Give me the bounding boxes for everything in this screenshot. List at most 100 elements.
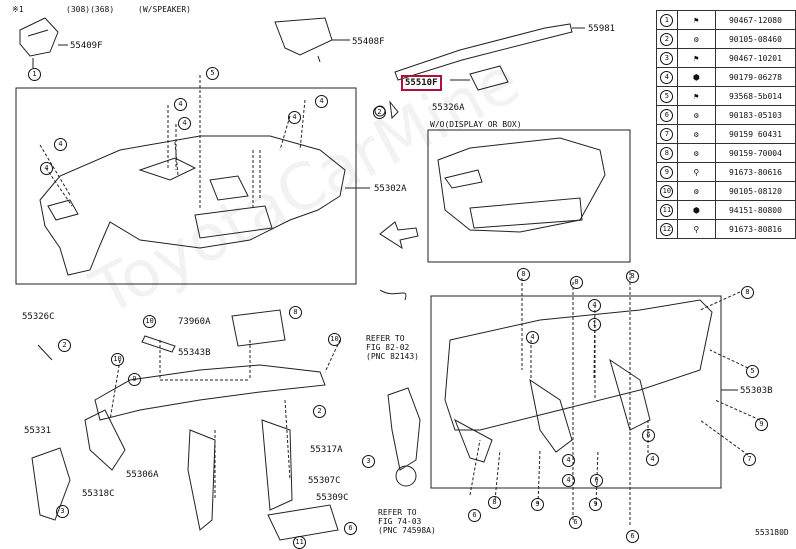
fastener-part-number[interactable]: 94151-80800 (714, 200, 796, 220)
label-55306A[interactable]: 55306A (126, 470, 159, 480)
label-55303B[interactable]: 55303B (740, 386, 773, 396)
fastener-row[interactable]: 7⚙90159 60431 (656, 124, 796, 144)
fastener-row[interactable]: 9⚲91673-80616 (656, 162, 796, 182)
part-55302A-shape (39, 135, 346, 276)
label-55309C[interactable]: 55309C (316, 493, 349, 503)
refer-note-1-line-2[interactable]: FIG 82-02 (366, 343, 410, 352)
callout-8-d[interactable]: 8 (626, 270, 639, 283)
fastener-row[interactable]: 10⚙90105-08120 (656, 181, 796, 201)
callout-4-k[interactable]: 4 (562, 474, 575, 487)
callout-3-a[interactable]: 3 (56, 505, 69, 518)
callout-4-j[interactable]: 4 (562, 454, 575, 467)
callout-10-a[interactable]: 10 (143, 315, 156, 328)
label-73960A[interactable]: 73960A (178, 317, 211, 327)
callout-10-c[interactable]: 10 (328, 333, 341, 346)
fastener-row[interactable]: 5⚑93568-5b014 (656, 86, 796, 106)
callout-8-b[interactable]: 8 (517, 268, 530, 281)
callout-8-e[interactable]: 8 (741, 286, 754, 299)
refer-note-2-line-3[interactable]: (PNC 74598A) (378, 526, 436, 535)
header-note-3: (W/SPEAKER) (138, 5, 191, 14)
label-55409F[interactable]: 55409F (70, 41, 103, 51)
callout-1[interactable]: 1 (28, 68, 41, 81)
fastener-part-number[interactable]: 90105-08120 (714, 181, 796, 201)
callout-4-a[interactable]: 4 (174, 98, 187, 111)
callout-6-c[interactable]: 6 (590, 474, 603, 487)
label-55510F[interactable]: 55510F (401, 75, 442, 91)
refer-note-2-line-1[interactable]: REFER TO (378, 508, 417, 517)
callout-6-f[interactable]: 6 (626, 530, 639, 543)
refer-note-1-line-3[interactable]: (PNC 82143) (366, 352, 419, 361)
label-55307C[interactable]: 55307C (308, 476, 341, 486)
fastener-part-number[interactable]: 90183-05103 (714, 105, 796, 125)
callout-4-f[interactable]: 4 (40, 162, 53, 175)
callout-9-c[interactable]: 9 (531, 498, 544, 511)
callout-6-e[interactable]: 6 (569, 516, 582, 529)
label-55981[interactable]: 55981 (588, 24, 616, 34)
fastener-part-number[interactable]: 90105-08460 (714, 29, 796, 49)
part-73960A-shape (231, 309, 286, 347)
label-55317A[interactable]: 55317A (310, 445, 343, 455)
fastener-part-number[interactable]: 90159 60431 (714, 124, 796, 144)
callout-4-e[interactable]: 4 (54, 138, 67, 151)
fastener-row[interactable]: 6⚙90183-05103 (656, 105, 796, 125)
fastener-index: 4 (660, 70, 674, 84)
callout-5[interactable]: 5 (206, 67, 219, 80)
fastener-part-number[interactable]: 91673-80616 (714, 162, 796, 182)
callout-8-a[interactable]: 8 (289, 306, 302, 319)
label-55408F[interactable]: 55408F (352, 37, 385, 47)
callout-9-d[interactable]: 9 (589, 498, 602, 511)
fastener-row[interactable]: 3⚑90467-10201 (656, 48, 796, 68)
fastener-row[interactable]: 4⬢90179-06278 (656, 67, 796, 87)
callout-4-b[interactable]: 4 (178, 117, 191, 130)
fastener-part-number[interactable]: 90159-70004 (714, 143, 796, 163)
label-55326A[interactable]: 55326A (432, 103, 465, 113)
label-55331[interactable]: 55331 (24, 426, 52, 436)
callout-9-a[interactable]: 9 (128, 373, 141, 386)
callout-2-b[interactable]: 2 (58, 339, 71, 352)
refer-note-2-line-2[interactable]: FIG 74-03 (378, 517, 422, 526)
callout-4-c[interactable]: 4 (315, 95, 328, 108)
fastener-part-number[interactable]: 90179-06278 (714, 67, 796, 87)
refer-note-1-line-1[interactable]: REFER TO (366, 334, 405, 343)
callout-4-i[interactable]: 4 (646, 453, 659, 466)
fastener-row[interactable]: 2⚙90105-08460 (656, 29, 796, 49)
label-55326C[interactable]: 55326C (22, 312, 55, 322)
callout-6-a[interactable]: 6 (344, 522, 357, 535)
callout-3-b[interactable]: 3 (362, 455, 375, 468)
fastener-row[interactable]: 8⚙90159-70004 (656, 143, 796, 163)
fastener-row[interactable]: 12⚲91673-80816 (656, 219, 796, 239)
fastener-index: 9 (660, 165, 674, 179)
callout-10-b[interactable]: 10 (111, 353, 124, 366)
fastener-part-number[interactable]: 90467-10201 (714, 48, 796, 68)
clip-icon: ⚑ (693, 15, 699, 25)
fastener-part-number[interactable]: 93568-5b014 (714, 86, 796, 106)
callout-6-d[interactable]: 6 (468, 509, 481, 522)
part-55981-shape (394, 23, 573, 81)
callout-11-a[interactable]: 11 (293, 536, 306, 549)
callout-2-a[interactable]: 2 (373, 106, 386, 119)
fastener-row[interactable]: 1⚑90467-12080 (656, 10, 796, 30)
fastener-part-number[interactable]: 91673-80816 (714, 219, 796, 239)
screw-icon: ⚙ (693, 148, 699, 158)
callout-6-b[interactable]: 6 (642, 429, 655, 442)
screw-icon: ⚙ (693, 110, 699, 120)
callout-4-g[interactable]: 4 (588, 299, 601, 312)
callout-8-f[interactable]: 8 (488, 496, 501, 509)
label-55318C[interactable]: 55318C (82, 489, 115, 499)
screw-icon: ⚙ (693, 34, 699, 44)
callout-4-d[interactable]: 4 (288, 111, 301, 124)
direction-arrow (379, 221, 419, 250)
callout-7-a[interactable]: 7 (743, 453, 756, 466)
callout-9-b[interactable]: 9 (755, 418, 768, 431)
label-55343B[interactable]: 55343B (178, 348, 211, 358)
header-note-2: (308)(368) (66, 5, 115, 14)
label-55302A[interactable]: 55302A (374, 184, 407, 194)
fastener-row[interactable]: 11⬢94151-80800 (656, 200, 796, 220)
callout-1-b[interactable]: 1 (588, 318, 601, 331)
clip-icon: ⚑ (693, 53, 699, 63)
callout-5-b[interactable]: 5 (746, 365, 759, 378)
fastener-part-number[interactable]: 90467-12080 (714, 10, 796, 30)
callout-4-h[interactable]: 4 (526, 331, 539, 344)
callout-8-c[interactable]: 8 (570, 276, 583, 289)
callout-2-c[interactable]: 2 (313, 405, 326, 418)
